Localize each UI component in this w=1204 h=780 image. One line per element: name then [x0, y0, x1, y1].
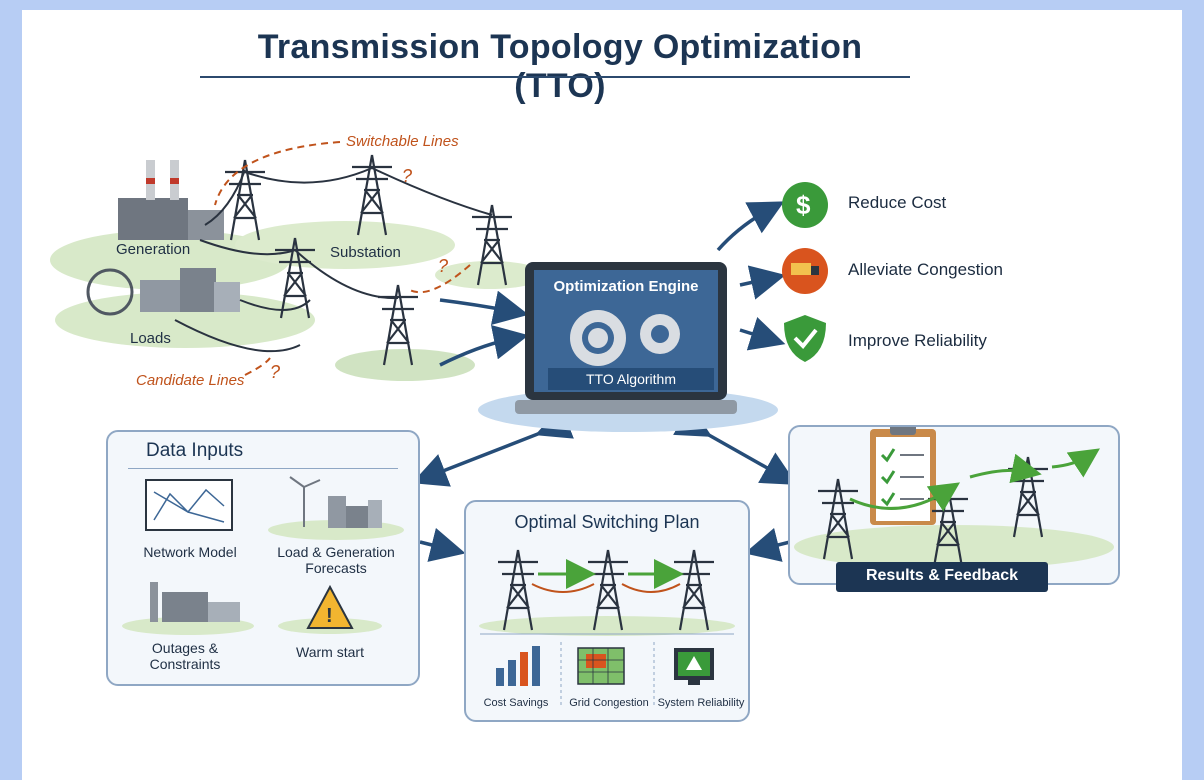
metric-system-reliability: System Reliability — [657, 697, 745, 709]
load-generation-icon — [268, 476, 404, 540]
checklist-clipboard-icon — [870, 427, 936, 525]
ground-loads — [55, 292, 315, 348]
candidate-lines-label: Candidate Lines — [136, 372, 245, 389]
title-underline — [200, 76, 910, 78]
network-model-icon — [145, 479, 233, 531]
data-inputs-title: Data Inputs — [146, 440, 244, 461]
results-panel — [788, 425, 1120, 585]
engine-algorithm-label: TTO Algorithm — [586, 371, 676, 387]
system-reliability-icon — [674, 648, 714, 685]
metric-grid-congestion: Grid Congestion — [569, 697, 649, 709]
dashed-line-arcs — [214, 141, 471, 376]
power-lines — [174, 167, 493, 353]
laptop-engine — [515, 262, 737, 414]
loads-buildings-icon — [86, 268, 240, 316]
flow-arrows — [411, 201, 798, 562]
warning-icon: ! — [278, 584, 382, 634]
question-mark-3: ? — [270, 362, 281, 382]
data-inputs-icons: ! — [122, 476, 404, 635]
loads-label: Loads — [130, 330, 171, 347]
grid-congestion-icon — [577, 647, 625, 685]
engine-title: Optimization Engine — [553, 278, 699, 295]
ground-substation — [235, 221, 455, 269]
benefit-reduce-cost: Reduce Cost — [848, 193, 947, 212]
data-inputs-panel: Data Inputs ! Network Model Load & Gener… — [106, 430, 420, 686]
switching-plan-panel: Optimal Switching Plan Co — [464, 500, 750, 722]
outages-constraints-icon — [122, 582, 254, 635]
input-outages-constraints: Outages & Constraints — [149, 640, 221, 672]
input-warm-start: Warm start — [296, 644, 364, 660]
results-banner — [836, 562, 1048, 592]
substation-label: Substation — [330, 244, 401, 261]
power-plant-icon — [118, 160, 224, 240]
results-illustration — [794, 427, 1114, 569]
svg-text:!: ! — [326, 605, 333, 627]
ground-generation — [50, 230, 290, 290]
switching-plan-title: Optimal Switching Plan — [514, 512, 700, 532]
truck-congestion-icon — [782, 248, 828, 294]
panel-divider — [128, 468, 398, 469]
switchable-lines-label: Switchable Lines — [346, 133, 459, 150]
benefit-alleviate-congestion: Alleviate Congestion — [848, 260, 1003, 279]
metric-cost-savings: Cost Savings — [483, 697, 549, 709]
benefit-improve-reliability: Improve Reliability — [848, 331, 987, 350]
switching-plan-illustration — [479, 548, 735, 707]
input-load-generation-forecasts: Load & Generation Forecasts — [277, 544, 395, 576]
dollar-glyph: $ — [796, 190, 811, 220]
question-mark-2: ? — [438, 256, 449, 276]
cost-savings-icon — [496, 646, 540, 686]
page-title: Transmission Topology Optimization (TTO) — [257, 28, 863, 105]
generation-label: Generation — [116, 241, 191, 258]
shield-check-icon — [784, 315, 826, 362]
input-network-model: Network Model — [143, 544, 237, 560]
results-title: Results & Feedback — [865, 567, 1019, 584]
question-mark-1: ? — [402, 166, 413, 186]
dollar-icon — [782, 182, 828, 228]
